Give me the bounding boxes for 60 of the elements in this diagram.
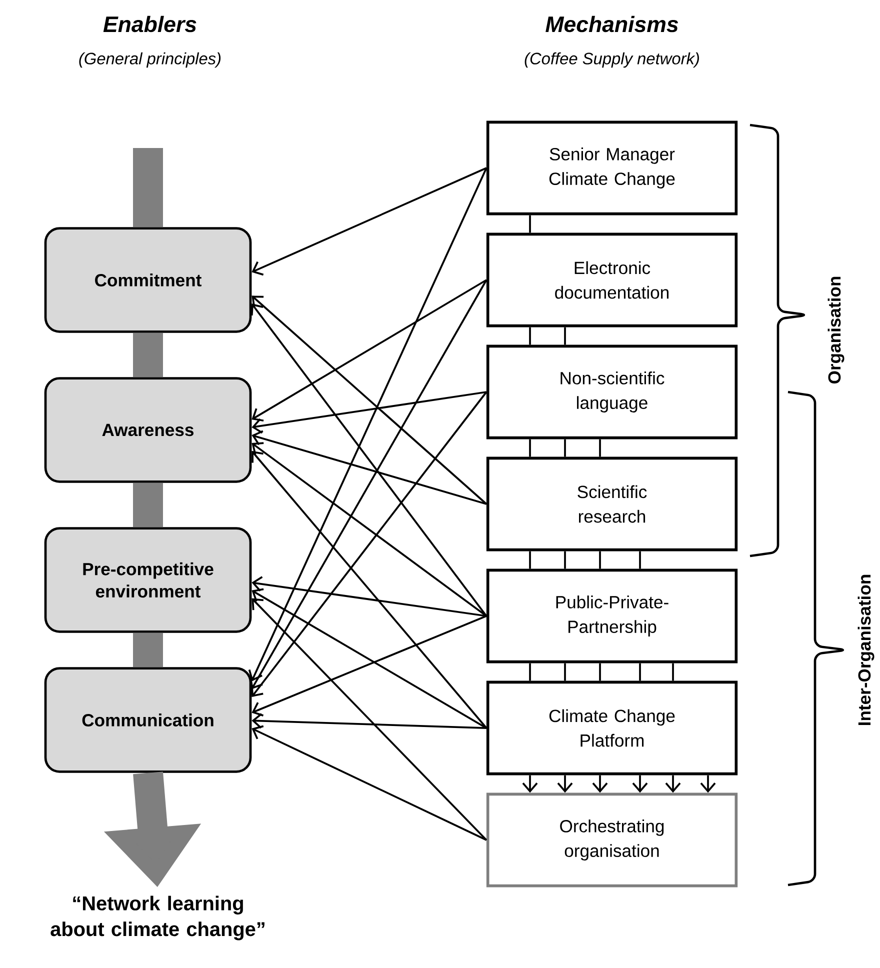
column-subheading: (General principles)	[79, 52, 221, 68]
arrow	[249, 280, 488, 690]
arrow	[252, 598, 488, 841]
connector-line	[529, 663, 531, 681]
connector-line	[639, 551, 641, 569]
arrow	[248, 168, 488, 682]
arrow	[557, 775, 573, 793]
connector-line	[639, 663, 641, 681]
arrow	[252, 450, 488, 729]
enabler-box: Pre-competitive environment	[44, 527, 252, 633]
flow-bar	[133, 148, 163, 228]
mechanism-box: Orchestrating organisation	[486, 792, 738, 888]
column-heading: Enablers	[103, 16, 196, 32]
arrow	[252, 615, 487, 716]
connector-line	[564, 327, 566, 345]
connector-line	[672, 663, 674, 681]
bracket-label: Inter-Organisation	[858, 574, 874, 725]
mechanism-box: Climate Change Platform	[486, 680, 738, 776]
mechanism-box: Public-Private-Partnership	[486, 568, 738, 664]
flow-bar	[133, 332, 163, 378]
arrow	[252, 725, 487, 841]
mechanism-box: Non-scientific language	[486, 344, 738, 440]
arrow	[252, 296, 488, 505]
bracket-label: Organisation	[828, 276, 844, 384]
outcome-text: “Network learning about climate change”	[50, 896, 264, 940]
connector-line	[529, 327, 531, 345]
arrow	[252, 167, 487, 276]
connector-line	[529, 215, 531, 233]
enabler-box: Awareness	[44, 377, 252, 483]
arrow	[522, 775, 538, 793]
arrow	[252, 430, 487, 505]
arrow	[252, 576, 487, 617]
connector-line	[564, 551, 566, 569]
column-heading: Mechanisms	[546, 16, 678, 32]
column-subheading: (Coffee Supply network)	[524, 52, 699, 68]
connector-line	[599, 663, 601, 681]
connector-line	[599, 551, 601, 569]
flow-bar	[133, 632, 163, 668]
arrow	[592, 775, 608, 793]
connector-line	[529, 439, 531, 457]
arrow	[252, 391, 487, 434]
connector-line	[599, 439, 601, 457]
arrow	[252, 713, 486, 729]
arrow	[665, 775, 681, 793]
flow-bar	[133, 482, 163, 528]
connector-line	[564, 663, 566, 681]
mechanism-box: Electronic documentation	[486, 232, 738, 328]
arrow	[700, 775, 716, 793]
enabler-box: Communication	[44, 667, 252, 773]
connector-line	[529, 551, 531, 569]
arrow	[252, 279, 487, 422]
arrow	[252, 588, 487, 729]
arrow	[251, 391, 488, 698]
arrow	[252, 442, 487, 617]
arrow	[250, 304, 488, 617]
connector-line	[564, 439, 566, 457]
mechanism-box: Scientific research	[486, 456, 738, 552]
enabler-box: Commitment	[44, 227, 252, 333]
arrow	[632, 775, 648, 793]
mechanism-box: Senior Manager Climate Change	[486, 120, 738, 216]
